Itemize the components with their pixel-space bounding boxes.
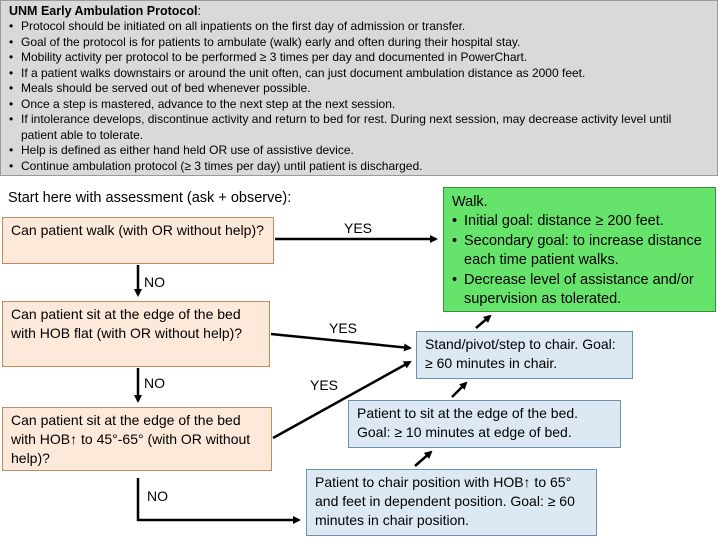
protocol-title-line: UNM Early Ambulation Protocol: xyxy=(9,4,709,18)
arrow-s1-to-walk xyxy=(475,314,492,329)
protocol-bullet: Goal of the protocol is for patients to … xyxy=(9,35,709,51)
arrow-q3-yes xyxy=(272,360,412,440)
protocol-bullet: Continue ambulation protocol (≥ 3 times … xyxy=(9,159,709,175)
no-label: NO xyxy=(144,375,165,391)
walk-title: Walk. xyxy=(452,194,488,210)
arrow-s3-to-s2 xyxy=(414,450,433,467)
walk-bullet-list: Initial goal: distance ≥ 200 feet. Secon… xyxy=(452,212,707,310)
protocol-bullet: Protocol should be initiated on all inpa… xyxy=(9,19,709,35)
no-label: NO xyxy=(144,274,165,290)
step-stand-to-chair: Stand/pivot/step to chair. Goal: ≥ 60 mi… xyxy=(416,331,633,379)
step-sit-edge-of-bed: Patient to sit at the edge of the bed. G… xyxy=(348,400,621,448)
protocol-header: UNM Early Ambulation Protocol: Protocol … xyxy=(0,0,718,176)
walk-bullet: Initial goal: distance ≥ 200 feet. xyxy=(452,212,707,232)
protocol-title: UNM Early Ambulation Protocol xyxy=(9,4,198,18)
protocol-bullet-list: Protocol should be initiated on all inpa… xyxy=(9,19,709,174)
start-label: Start here with assessment (ask + observ… xyxy=(8,190,292,206)
protocol-bullet: Mobility activity per protocol to be per… xyxy=(9,50,709,66)
yes-label: YES xyxy=(329,320,358,336)
protocol-bullet: If a patient walks downstairs or around … xyxy=(9,66,709,82)
walk-bullet: Decrease level of assistance and/or supe… xyxy=(452,271,707,310)
arrow-no-3 xyxy=(136,478,301,524)
protocol-bullet: Once a step is mastered, advance to the … xyxy=(9,97,709,113)
protocol-bullet: Help is defined as either hand held OR u… xyxy=(9,143,709,159)
no-label: NO xyxy=(147,488,168,504)
walk-bullet: Secondary goal: to increase distance eac… xyxy=(452,232,707,271)
arrow-s2-to-s1 xyxy=(451,381,468,398)
question-walk: Can patient walk (with OR without help)? xyxy=(2,217,274,264)
question-sit-hob-raised: Can patient sit at the edge of the bed w… xyxy=(2,407,272,471)
yes-label: YES xyxy=(310,377,339,393)
arrow-q2-yes xyxy=(270,332,412,352)
protocol-bullet: If intolerance develops, discontinue act… xyxy=(9,112,709,143)
protocol-title-suffix: : xyxy=(197,4,201,18)
walk-goal-box: Walk. Initial goal: distance ≥ 200 feet.… xyxy=(443,187,716,312)
question-sit-hob-flat: Can patient sit at the edge of the bed w… xyxy=(2,301,270,367)
protocol-bullet: Meals should be served out of bed whenev… xyxy=(9,81,709,97)
step-chair-position: Patient to chair position with HOB↑ to 6… xyxy=(306,469,597,536)
yes-label: YES xyxy=(344,220,373,236)
